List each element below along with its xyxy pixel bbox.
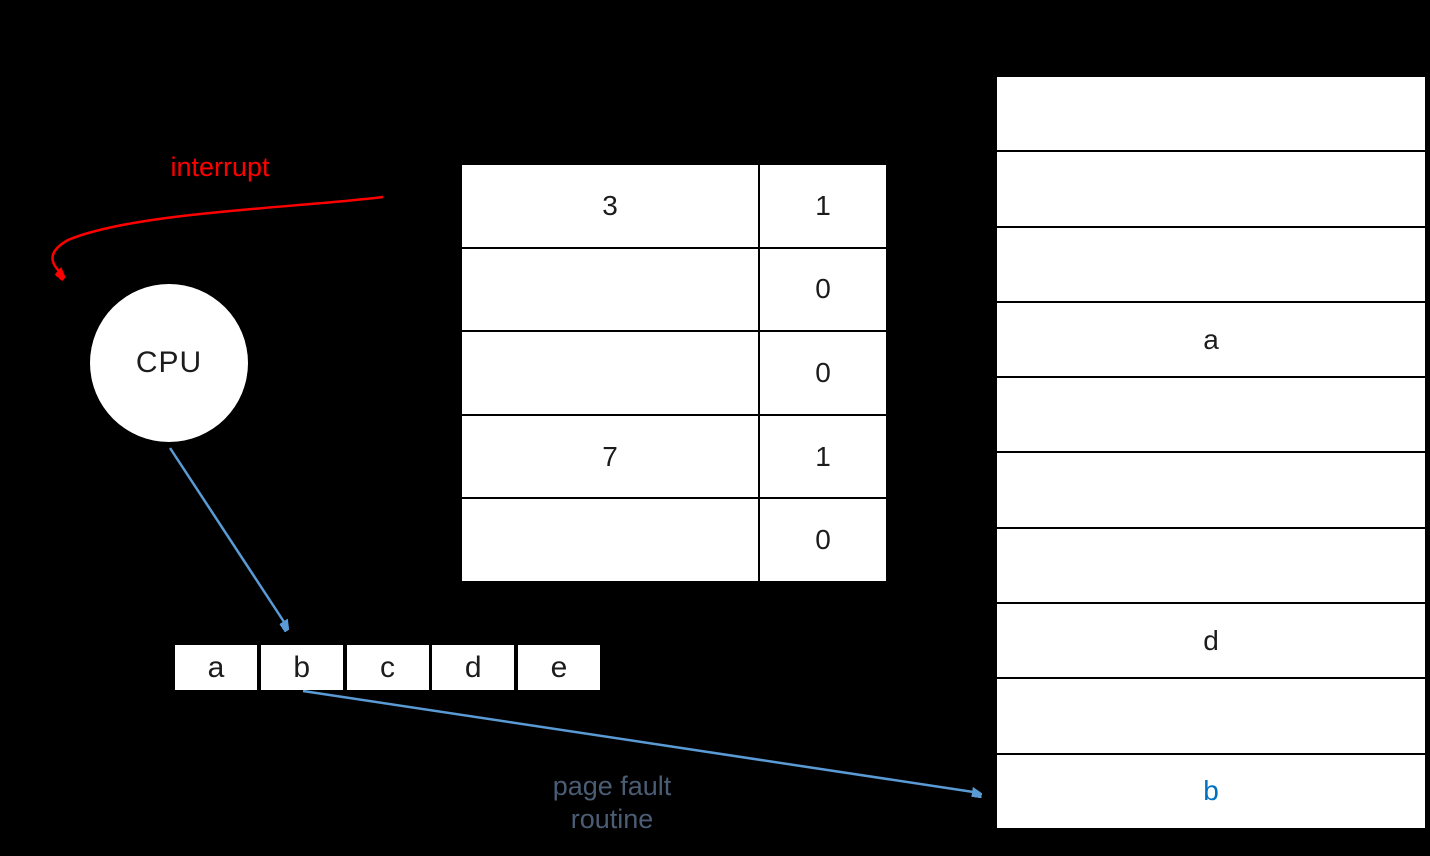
page-table-row: 0 bbox=[462, 248, 886, 333]
reference-cell: a bbox=[175, 645, 257, 690]
frame-number-cell bbox=[462, 332, 758, 414]
frame-number-cell bbox=[462, 499, 758, 581]
memory-frame bbox=[997, 679, 1425, 755]
memory-frame bbox=[997, 152, 1425, 228]
reference-string-row: a b c d e bbox=[175, 645, 600, 690]
memory-frame bbox=[997, 228, 1425, 303]
memory-frame: a bbox=[997, 303, 1425, 379]
memory-frame bbox=[997, 77, 1425, 153]
page-table-row: 3 1 bbox=[462, 165, 886, 249]
frame-number-cell: 7 bbox=[602, 440, 618, 472]
valid-bit-cell: 0 bbox=[758, 248, 886, 331]
reference-cell: b bbox=[260, 645, 343, 690]
page-fault-routine-line1: page fault bbox=[552, 771, 672, 801]
frame-number-cell: 3 bbox=[602, 189, 618, 221]
page-table-row: 0 bbox=[462, 332, 886, 416]
page-table-row: 0 bbox=[462, 499, 886, 581]
reference-cell: c bbox=[346, 645, 429, 690]
memory-frame bbox=[997, 378, 1425, 454]
page-fault-routine-line2: routine bbox=[570, 804, 654, 834]
cpu-node: CPU bbox=[90, 284, 248, 442]
valid-bit-cell: 1 bbox=[758, 415, 886, 498]
memory-frame bbox=[997, 453, 1425, 529]
valid-bit-cell: 0 bbox=[758, 499, 886, 581]
page-table-row: 7 1 bbox=[462, 415, 886, 500]
memory-frame bbox=[997, 529, 1425, 605]
reference-cell: e bbox=[518, 645, 600, 690]
interrupt-label: interrupt bbox=[170, 152, 270, 182]
valid-bit-cell: 1 bbox=[758, 165, 886, 247]
cpu-to-reference-arrow bbox=[168, 447, 288, 628]
frame-number-cell bbox=[462, 249, 758, 331]
memory-frame: d bbox=[997, 604, 1425, 680]
interrupt-arrow bbox=[51, 195, 384, 276]
page-table: 3 1 0 0 7 1 0 bbox=[460, 163, 888, 583]
page-fault-routine-label: page fault routine bbox=[492, 770, 732, 836]
memory-frame-loaded-b: b bbox=[1203, 775, 1219, 807]
reference-cell: d bbox=[432, 645, 515, 690]
physical-memory-column: a d b bbox=[995, 75, 1427, 830]
cpu-label: CPU bbox=[135, 346, 203, 379]
valid-bit-cell: 0 bbox=[758, 332, 886, 414]
